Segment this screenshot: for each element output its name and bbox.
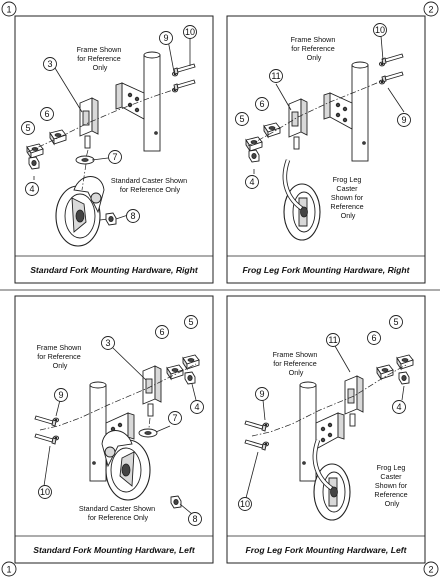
svg-text:4: 4 (194, 402, 199, 412)
svg-text:5: 5 (239, 114, 244, 124)
callout-11: 11 (326, 333, 340, 347)
svg-text:9: 9 (163, 33, 168, 43)
svg-text:7: 7 (112, 152, 117, 162)
callout-5: 5 (235, 112, 249, 126)
panel-caption: Frog Leg Fork Mounting Hardware, Left (246, 545, 408, 555)
frame-note: Frame Shown for Reference Only (273, 350, 320, 377)
svg-text:3: 3 (105, 338, 110, 348)
callout-10: 10 (373, 23, 387, 37)
callout-9: 9 (397, 113, 411, 127)
svg-text:11: 11 (271, 71, 280, 81)
svg-text:10: 10 (240, 499, 250, 509)
svg-text:6: 6 (44, 109, 49, 119)
callout-4: 4 (245, 175, 259, 189)
svg-text:5: 5 (393, 317, 398, 327)
svg-text:9: 9 (401, 115, 406, 125)
nut-4 (248, 149, 260, 163)
sheet-marker-bottom-right: 2 (423, 561, 439, 577)
callout-6: 6 (155, 325, 169, 339)
svg-text:2: 2 (428, 565, 433, 575)
callout-5: 5 (389, 315, 403, 329)
svg-text:5: 5 (188, 317, 193, 327)
svg-text:1: 1 (6, 5, 11, 15)
svg-text:6: 6 (259, 99, 264, 109)
svg-text:10: 10 (375, 25, 385, 35)
svg-text:1: 1 (6, 565, 11, 575)
washer-7 (75, 155, 95, 165)
callout-11: 11 (269, 69, 283, 83)
svg-text:9: 9 (58, 390, 63, 400)
svg-text:3: 3 (47, 59, 52, 69)
nut-4 (398, 371, 410, 385)
callout-6: 6 (255, 97, 269, 111)
svg-text:4: 4 (396, 402, 401, 412)
svg-text:10: 10 (185, 27, 195, 37)
svg-text:5: 5 (25, 123, 30, 133)
svg-text:6: 6 (371, 333, 376, 343)
sheet-marker-top-left: 1 (1, 1, 17, 17)
callout-5: 5 (184, 315, 198, 329)
callout-7: 7 (168, 411, 182, 425)
svg-text:10: 10 (40, 487, 50, 497)
panel-frog-leg-fork-left: Frog Leg Fork Mounting Hardware, Left Fr… (226, 295, 426, 564)
caster-note: Standard Caster Shown for Reference Only (79, 504, 157, 522)
svg-text:8: 8 (130, 211, 135, 221)
callout-8: 8 (126, 209, 140, 223)
washer-7 (138, 428, 158, 438)
panel-frog-leg-fork-right: Frog Leg Fork Mounting Hardware, Right F… (226, 15, 426, 284)
svg-text:4: 4 (249, 177, 254, 187)
panel-standard-fork-right: Standard Fork Mounting Hardware, Right F… (14, 15, 214, 284)
sheet-marker-bottom-left: 1 (1, 561, 17, 577)
callout-4: 4 (392, 400, 406, 414)
panel-standard-fork-left: Standard Fork Mounting Hardware, Left Fr… (14, 295, 214, 564)
callout-6: 6 (40, 107, 54, 121)
caster-note: Frog Leg Caster Shown for Reference Only (374, 463, 409, 508)
svg-text:9: 9 (259, 389, 264, 399)
frame-note: Frame Shown for Reference Only (77, 45, 124, 72)
caster-note: Frog Leg Caster Shown for Reference Only (330, 175, 365, 220)
svg-text:11: 11 (328, 335, 337, 345)
nut-4 (184, 371, 196, 385)
svg-text:8: 8 (192, 514, 197, 524)
svg-text:7: 7 (172, 413, 177, 423)
sheet-marker-top-right: 2 (423, 1, 439, 17)
callout-6: 6 (367, 331, 381, 345)
callout-10: 10 (238, 497, 252, 511)
callout-10: 10 (38, 485, 52, 499)
callout-7: 7 (108, 150, 122, 164)
nut-4 (28, 156, 40, 170)
svg-text:6: 6 (159, 327, 164, 337)
frame-note: Frame Shown for Reference Only (291, 35, 338, 62)
callout-9: 9 (54, 388, 68, 402)
callout-8: 8 (188, 512, 202, 526)
callout-5: 5 (21, 121, 35, 135)
nut-8 (170, 495, 182, 509)
callout-9: 9 (255, 387, 269, 401)
nut-8 (105, 212, 117, 226)
callout-10: 10 (183, 25, 197, 39)
panel-caption: Standard Fork Mounting Hardware, Right (30, 265, 199, 275)
panel-caption: Standard Fork Mounting Hardware, Left (33, 545, 196, 555)
callout-3: 3 (101, 336, 115, 350)
callout-9: 9 (159, 31, 173, 45)
svg-text:2: 2 (428, 5, 433, 15)
svg-text:4: 4 (29, 184, 34, 194)
callout-3: 3 (43, 57, 57, 71)
callout-4: 4 (25, 182, 39, 196)
panel-caption: Frog Leg Fork Mounting Hardware, Right (242, 265, 410, 275)
callout-4: 4 (190, 400, 204, 414)
caster-note: Standard Caster Shown for Reference Only (111, 176, 189, 194)
frame-note: Frame Shown for Reference Only (37, 343, 84, 370)
